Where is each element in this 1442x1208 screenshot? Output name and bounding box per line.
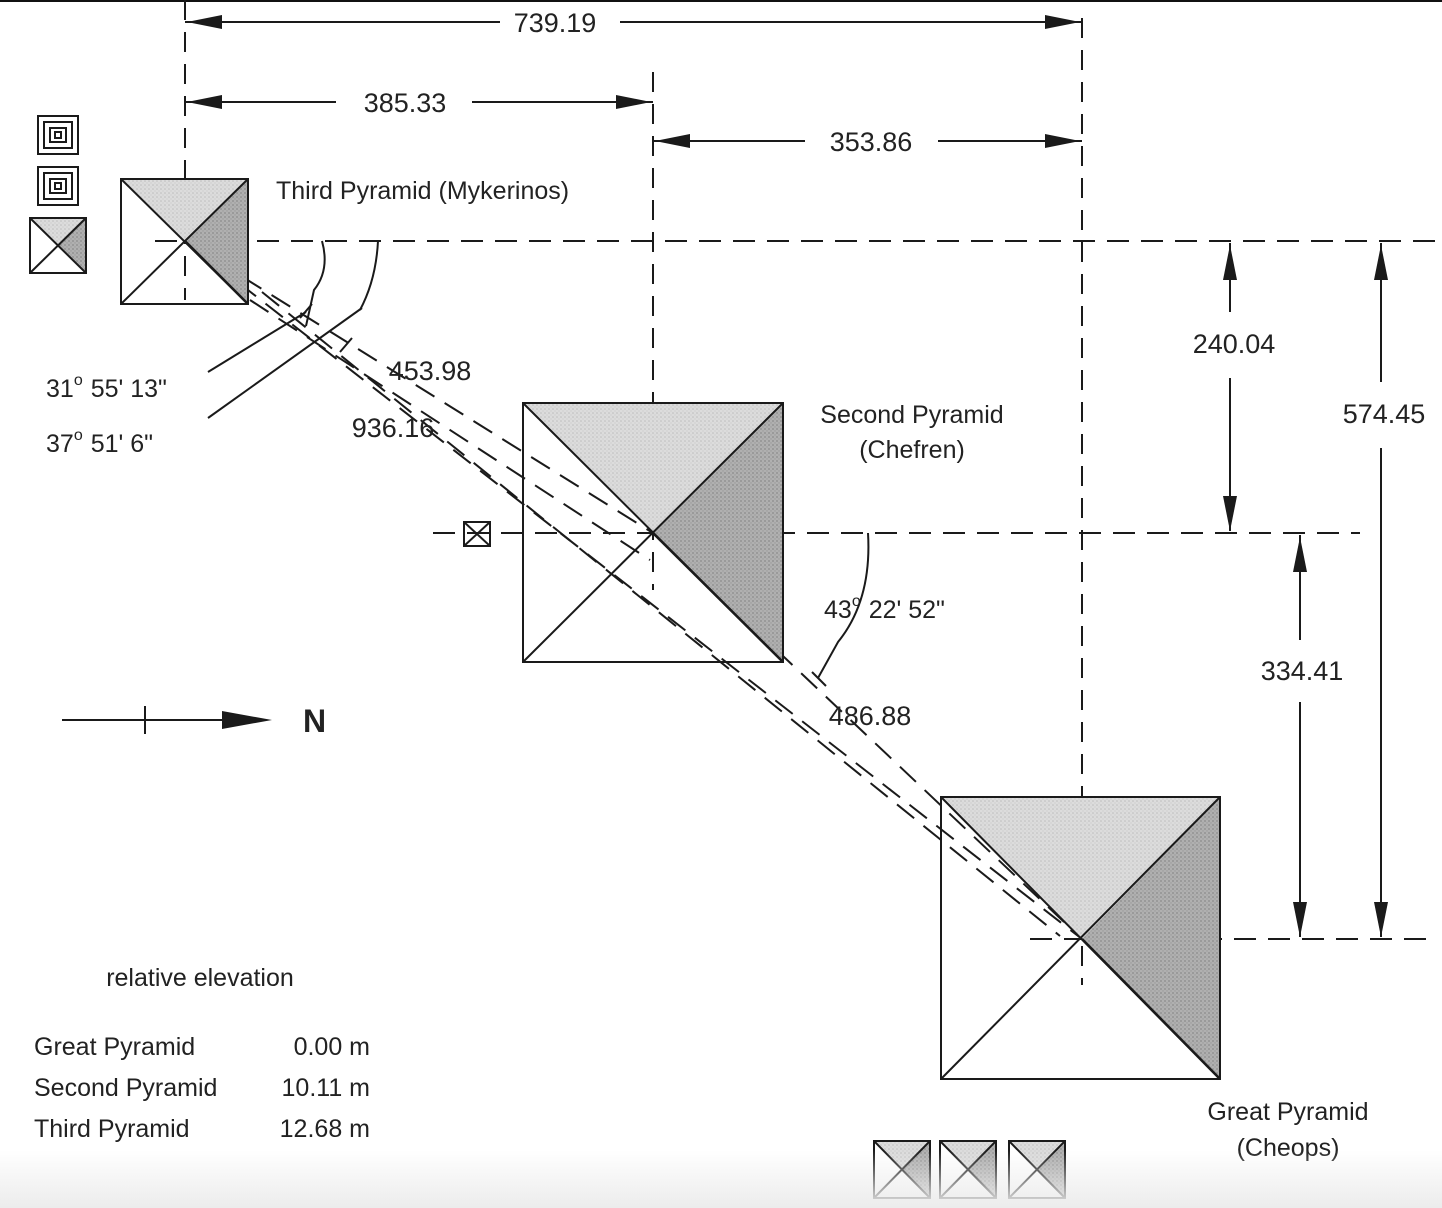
satellite-smooth-pyramid xyxy=(29,217,87,274)
north-arrow-head xyxy=(222,711,272,729)
second-pyramid-north-face xyxy=(523,403,783,533)
dimension-739 xyxy=(185,15,1082,29)
third-pyramid-outline xyxy=(120,178,249,305)
dimension-385 xyxy=(185,95,653,109)
great-pyramid xyxy=(940,796,1221,1080)
satellite-step-pyramid-2 xyxy=(37,166,79,206)
third-pyramid-satellites xyxy=(29,115,87,274)
angle-37-leader xyxy=(207,307,363,419)
elevation-row-value: 12.68 m xyxy=(280,1115,370,1143)
great-pyramid-east-face xyxy=(1082,797,1220,1079)
diagonal-offset-line-2 xyxy=(249,299,651,561)
tick-1 xyxy=(299,303,313,319)
diagonal-second-to-great xyxy=(652,532,1083,940)
great-pyramid-north-face xyxy=(941,797,1220,939)
elevation-row-name: Third Pyramid xyxy=(34,1115,190,1143)
bottom-fade xyxy=(0,1150,1442,1208)
great-pyramid-outline xyxy=(940,796,1221,1080)
third-pyramid-ridge xyxy=(184,240,249,305)
great-pyramid-label-line1: Great Pyramid xyxy=(1207,1098,1368,1126)
elevation-row-value: 10.11 m xyxy=(282,1074,370,1102)
satellite-step-pyramid-1 xyxy=(37,115,79,155)
dim-486-label: 486.88 xyxy=(829,701,912,731)
third-pyramid-east-face xyxy=(185,179,248,304)
dim-574-label: 574.45 xyxy=(1343,399,1426,429)
tick-3 xyxy=(811,671,827,687)
second-pyramid-outline xyxy=(522,402,784,663)
tick-2 xyxy=(339,337,353,353)
third-pyramid-north-face xyxy=(121,179,248,241)
angle-31-leader xyxy=(207,311,307,373)
dim-385-label: 385.33 xyxy=(364,88,447,118)
angle-arc-31 xyxy=(305,240,326,327)
second-pyramid-east-face xyxy=(653,403,783,662)
angle-arc-37 xyxy=(359,240,379,311)
second-pyramid-satellite xyxy=(463,521,491,547)
elevation-row-name: Great Pyramid xyxy=(34,1033,195,1061)
elevation-row-value: 0.00 m xyxy=(294,1033,370,1061)
dimension-353 xyxy=(653,134,1082,148)
dim-453-label: 453.98 xyxy=(389,356,472,386)
dim-353-label: 353.86 xyxy=(830,127,913,157)
second-pyramid xyxy=(522,402,784,663)
elevation-table: relative elevation Great Pyramid 0.00 m … xyxy=(34,964,370,1143)
angle-arc-43 xyxy=(817,532,870,679)
dim-739-label: 739.19 xyxy=(514,8,597,38)
dimension-240 xyxy=(1223,243,1237,531)
diagonal-offset-line-1 xyxy=(261,291,1061,937)
second-pyramid-label-line1: Second Pyramid xyxy=(820,401,1003,429)
construction-lines xyxy=(155,0,1442,985)
dim-936-label: 936.16 xyxy=(352,413,435,443)
north-label: N xyxy=(303,703,326,739)
diagonal-third-to-great xyxy=(184,240,1083,940)
dimension-574 xyxy=(1374,243,1388,937)
diagonal-third-to-second xyxy=(184,240,654,534)
second-pyramid-label-line2: (Chefren) xyxy=(859,436,965,464)
third-pyramid-label: Third Pyramid (Mykerinos) xyxy=(276,177,569,205)
angle-arcs xyxy=(207,240,870,687)
elevation-row-name: Second Pyramid xyxy=(34,1074,217,1102)
north-arrow xyxy=(62,706,272,734)
top-border xyxy=(0,0,1442,2)
dimension-334 xyxy=(1293,535,1307,937)
third-pyramid xyxy=(120,178,249,305)
elevation-title: relative elevation xyxy=(106,964,294,992)
dim-240-label: 240.04 xyxy=(1193,329,1276,359)
dim-334-label: 334.41 xyxy=(1261,656,1344,686)
